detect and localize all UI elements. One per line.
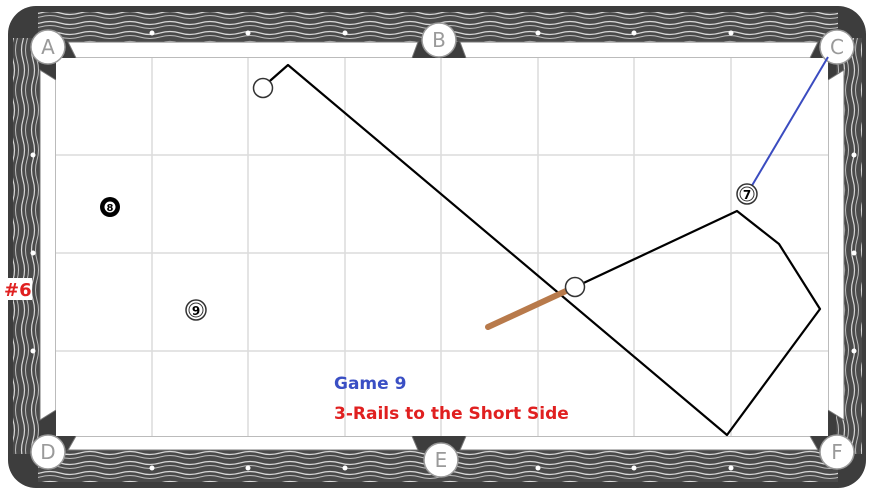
svg-text:7: 7 bbox=[743, 188, 751, 202]
svg-text:C: C bbox=[830, 35, 844, 59]
svg-text:9: 9 bbox=[192, 304, 200, 318]
caption-subtitle: 3-Rails to the Short Side bbox=[334, 404, 569, 424]
pocket-c: C bbox=[820, 30, 854, 64]
pocket-f: F bbox=[820, 435, 854, 469]
svg-text:F: F bbox=[831, 440, 843, 464]
pocket-a: A bbox=[31, 30, 65, 64]
ball-8: 8 bbox=[100, 197, 120, 217]
cue-ball-final-position bbox=[254, 79, 273, 98]
drill-number: #6 bbox=[4, 280, 32, 301]
svg-text:B: B bbox=[432, 28, 446, 52]
table-felt bbox=[56, 58, 828, 436]
pocket-e: E bbox=[424, 443, 458, 477]
svg-text:A: A bbox=[41, 35, 55, 59]
pocket-b: B bbox=[422, 23, 456, 57]
cue-ball bbox=[566, 278, 585, 297]
svg-text:E: E bbox=[435, 448, 448, 472]
ball-7: 7 bbox=[737, 184, 757, 204]
svg-text:8: 8 bbox=[107, 203, 114, 214]
pocket-d: D bbox=[31, 435, 65, 469]
caption-title: Game 9 bbox=[334, 374, 406, 394]
ball-9: 9 bbox=[186, 300, 206, 320]
svg-text:D: D bbox=[40, 440, 55, 464]
